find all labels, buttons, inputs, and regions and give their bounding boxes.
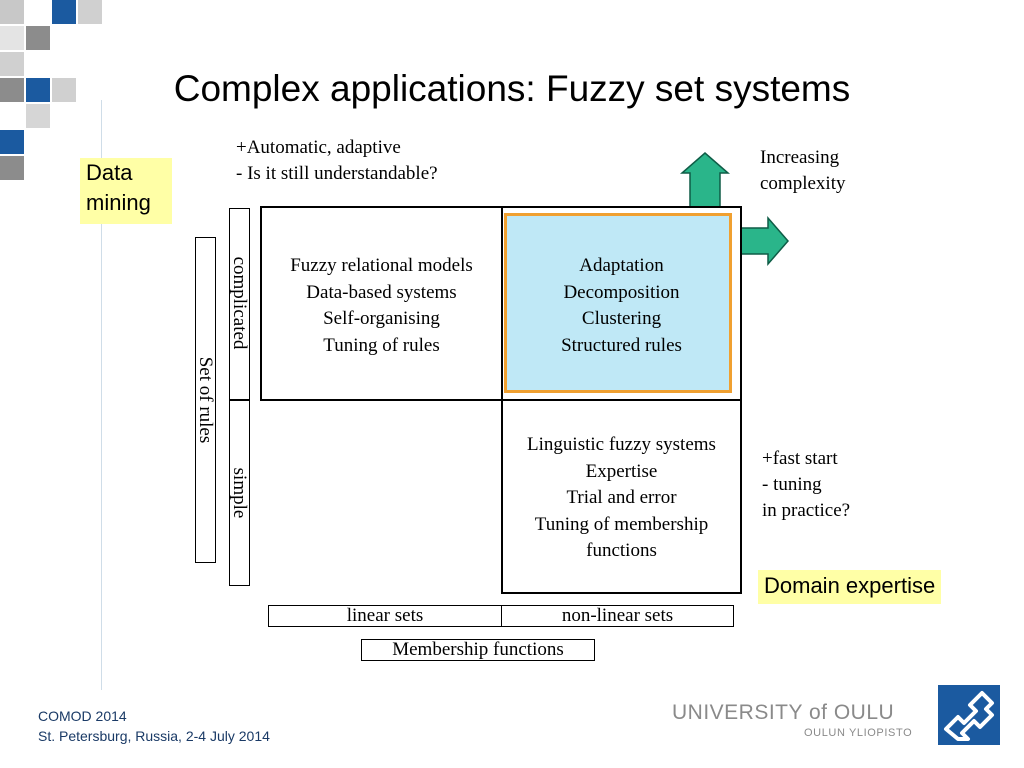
cell-line: Fuzzy relational models	[290, 255, 473, 276]
domain-expertise-note: Domain expertise	[758, 570, 942, 604]
top-note-line: +Automatic, adaptive	[236, 137, 401, 158]
cell-line: Tuning of membership	[534, 513, 709, 535]
deco-square	[0, 52, 24, 76]
complexity-line: complexity	[760, 173, 846, 194]
set-of-rules-label: Set of rules	[195, 356, 216, 444]
complexity-line: Increasing	[760, 147, 840, 168]
top-note: +Automatic, adaptive - Is it still under…	[236, 135, 438, 187]
cell-line: Clustering	[581, 308, 662, 329]
complicated-label: complicated	[229, 256, 250, 350]
margin-line	[101, 100, 102, 690]
footer-info: COMOD 2014 St. Petersburg, Russia, 2-4 J…	[38, 706, 270, 746]
cell-top-left-text: Fuzzy relational models Data-based syste…	[262, 253, 501, 359]
footer-line: St. Petersburg, Russia, 2-4 July 2014	[38, 728, 270, 744]
cell-bottom-right-text: Linguistic fuzzy systems Expertise Trial…	[503, 432, 740, 565]
deco-square	[0, 0, 24, 24]
cell-top-right: Adaptation Decomposition Clustering Stru…	[501, 206, 742, 401]
data-mining-line: Data	[86, 160, 133, 185]
right-arrow-icon	[740, 215, 789, 267]
cell-line: Adaptation	[579, 255, 664, 276]
right-note-line: in practice?	[762, 500, 851, 521]
cell-line: Tuning of rules	[323, 334, 440, 356]
university-name: UNIVERSITY of OULU	[672, 701, 895, 724]
logo-emblem-icon	[944, 691, 994, 741]
right-note-line: +fast start	[762, 448, 838, 469]
cell-bottom-right: Linguistic fuzzy systems Expertise Trial…	[501, 399, 742, 594]
cell-line: functions	[586, 540, 657, 561]
cell-line: Structured rules	[561, 334, 682, 356]
deco-square	[0, 156, 24, 180]
membership-functions-label: Membership functions	[361, 639, 595, 661]
right-note: +fast start - tuning in practice?	[762, 446, 850, 524]
data-mining-note: Data mining	[80, 158, 172, 224]
complicated-label-box	[229, 208, 250, 400]
footer-line: COMOD 2014	[38, 708, 127, 724]
deco-square	[26, 26, 50, 50]
set-of-rules-box	[195, 237, 216, 563]
deco-square	[0, 130, 24, 154]
cell-line: Trial and error	[566, 487, 677, 508]
deco-square	[26, 78, 50, 102]
deco-square	[52, 0, 76, 24]
top-note-line: - Is it still understandable?	[236, 163, 438, 184]
highlight-cell	[504, 213, 732, 393]
data-mining-line: mining	[86, 190, 151, 215]
linear-sets-label: linear sets	[268, 605, 502, 627]
university-logo	[938, 685, 1000, 745]
cell-line: Expertise	[585, 460, 658, 482]
increasing-complexity-note: Increasing complexity	[760, 145, 845, 197]
simple-label-box	[229, 400, 250, 586]
deco-square	[0, 78, 24, 102]
cell-line: Data-based systems	[306, 281, 457, 303]
university-subtitle: OULUN YLIOPISTO	[804, 727, 913, 739]
deco-square	[52, 78, 76, 102]
deco-square	[26, 0, 50, 24]
nonlinear-sets-label: non-linear sets	[501, 605, 734, 627]
simple-label: simple	[229, 467, 250, 519]
cell-line: Decomposition	[563, 281, 680, 303]
up-arrow-icon	[679, 152, 731, 208]
cell-line: Linguistic fuzzy systems	[527, 434, 716, 455]
deco-square	[78, 0, 102, 24]
deco-square	[26, 104, 50, 128]
right-note-line: - tuning	[762, 474, 822, 495]
cell-top-left: Fuzzy relational models Data-based syste…	[260, 206, 503, 401]
deco-square	[0, 26, 24, 50]
slide-title: Complex applications: Fuzzy set systems	[173, 68, 851, 109]
cell-top-right-text: Adaptation Decomposition Clustering Stru…	[503, 253, 740, 359]
cell-line: Self-organising	[323, 308, 440, 329]
